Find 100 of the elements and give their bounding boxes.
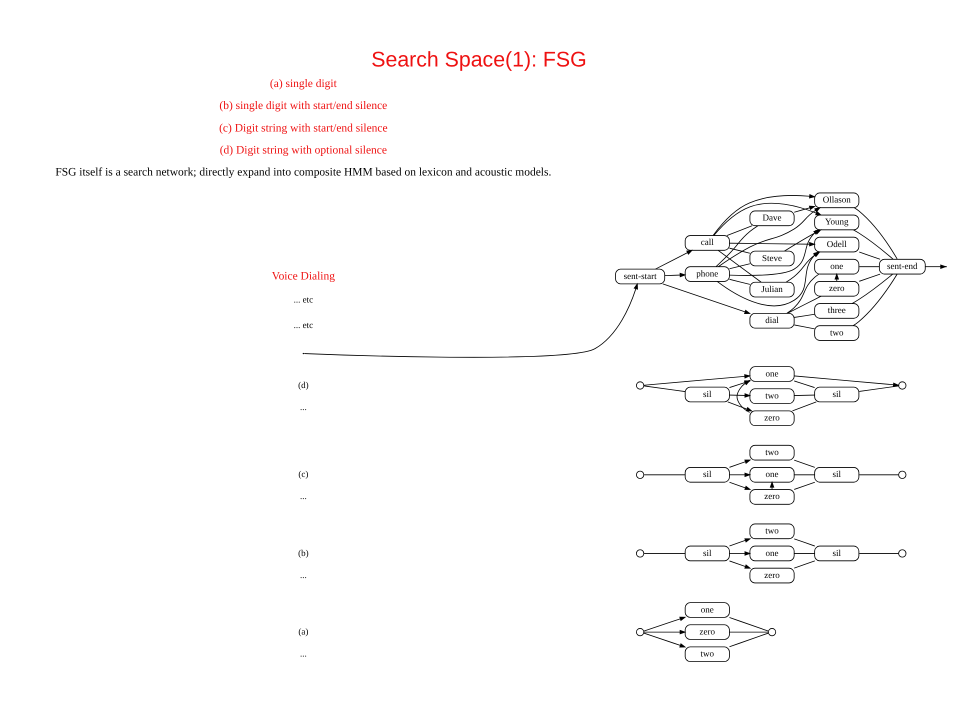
arrow [644,630,686,634]
node-box: sil [814,467,860,483]
node-box: call [684,235,730,251]
node-box: zero [750,410,795,426]
node-circle [636,470,644,479]
arrow [770,481,774,490]
label: (a) single digit [270,78,337,90]
connector [794,380,816,388]
arrow [655,250,694,270]
connector [794,394,816,396]
node-box: one [750,366,795,382]
label: ... etc [294,294,314,305]
arrow [729,482,752,490]
label: (b) [298,548,309,558]
connector [729,632,769,633]
node-circle [768,628,776,636]
node-box: sil [814,386,860,402]
label: (c) [298,469,308,480]
connector [852,274,898,326]
arrow [664,272,686,278]
connector [858,252,880,260]
connector [794,482,816,490]
node-box: one [814,258,860,274]
connector [858,553,899,554]
node-box: Julian [750,282,795,298]
node-box: Odell [814,236,860,252]
arrow [729,472,752,478]
connector [729,263,750,270]
connector [854,207,898,260]
node-box: Ollason [814,192,860,208]
connector [794,474,816,476]
node-box: sil [684,386,730,402]
node-box: two [750,524,795,540]
node-box: two [750,388,795,404]
node-box: one [750,546,795,562]
node-circle [898,549,906,558]
node-box: one [684,602,730,618]
arrow [662,284,751,314]
node-circle [636,628,644,636]
node-box: zero [684,624,730,640]
connector [858,386,899,392]
label: (c) Digit string with start/end silence [219,122,388,134]
node-circle [898,470,906,479]
connector [858,474,899,476]
node-circle [898,381,906,390]
node-circle [636,549,644,558]
label: ... [300,402,307,412]
connector [852,274,894,304]
connector [786,274,820,314]
arrow [643,632,686,648]
connector [644,474,686,476]
node-box: one [750,467,795,483]
connector [794,553,816,554]
node-box: Steve [750,250,795,266]
connector [858,266,880,268]
connector [729,617,769,632]
node-box: sil [684,467,730,483]
connector [794,538,816,546]
connector [852,229,894,260]
arrow [643,616,686,632]
node-box: sil [814,546,860,562]
connector [858,274,880,282]
node-box: sil [684,546,730,562]
arrow [729,560,752,569]
connector [729,248,750,254]
node-box: zero [814,281,860,297]
node-box: zero [750,568,795,584]
arrow [712,194,816,236]
node-box: Young [814,214,860,230]
node-box: zero [750,489,795,505]
arrow [729,393,752,398]
connector [787,296,822,314]
connector [794,314,816,318]
label: ... etc [294,320,314,330]
node-box: phone [684,266,730,282]
connector [718,250,762,283]
label: ... [300,648,307,659]
node-box: sent-end [878,258,926,274]
connector [729,632,769,648]
connector [792,401,817,412]
label: Voice Dialing [272,270,335,283]
node-box: three [814,303,860,319]
node-box: two [684,646,730,662]
arrow [729,538,752,546]
connector [644,553,686,554]
label: (d) Digit string with optional silence [220,144,387,156]
diagram-title: Search Space(1): FSG [371,48,587,72]
label: ... [300,570,307,580]
connector [726,225,752,236]
connector [794,560,816,568]
connector [794,324,816,330]
connector [794,460,816,468]
arrow [727,401,753,412]
node-box: two [814,325,860,341]
label: (a) [298,626,308,636]
label: (d) [298,380,309,390]
arrow [729,460,752,468]
label: ... [300,491,307,502]
node-box: two [750,444,795,460]
node-box: sent-start [615,268,666,284]
